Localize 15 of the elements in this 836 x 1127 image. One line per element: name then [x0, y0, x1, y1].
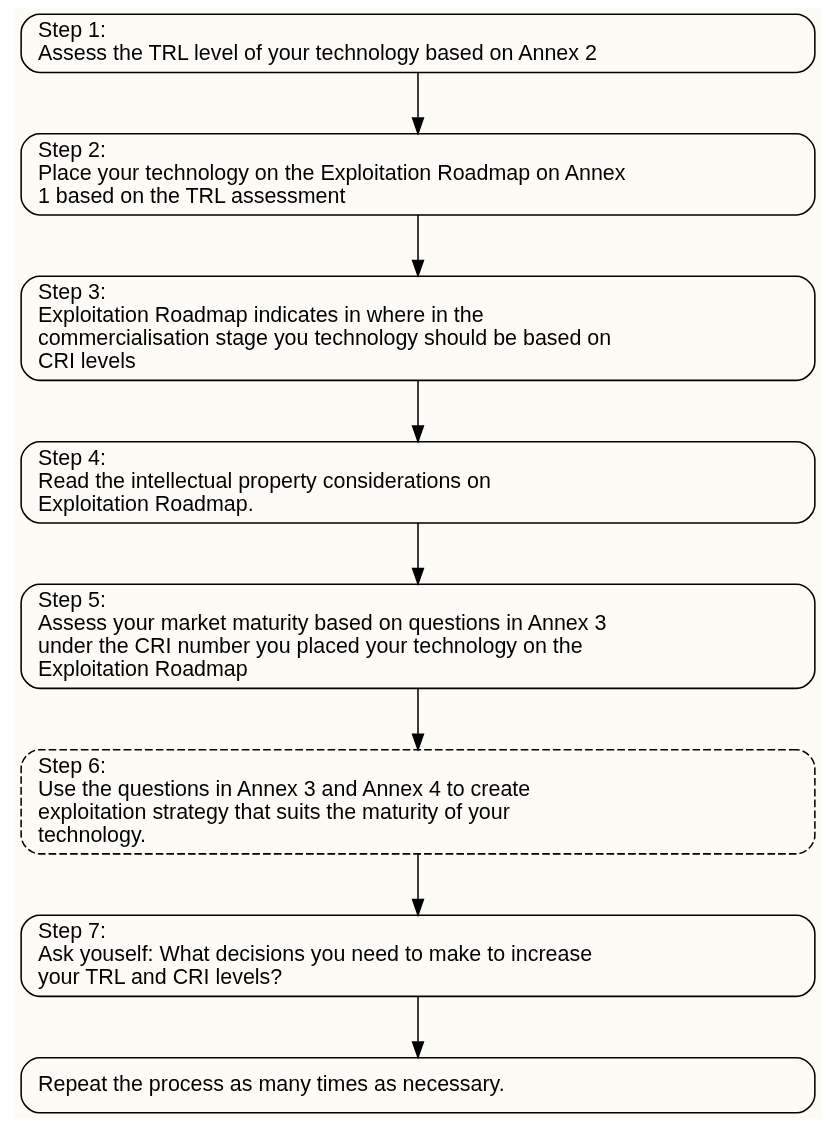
- node-box: Step 7: Ask youself: What decisions you need to make to increase your TRL and CRI levels?: [20, 914, 816, 998]
- arrow: [411, 522, 425, 587]
- node-box: Repeat the process as many times as necessary.: [20, 1056, 816, 1114]
- arrow: [411, 995, 425, 1060]
- arrow: [411, 688, 425, 752]
- node-box: Step 4: Read the intellectual property considerations on Exploitation Roadmap.: [20, 440, 816, 524]
- arrow: [411, 853, 425, 918]
- node-box: Step 2: Place your technology on the Exploitation Roadmap on Annex 1 based on the TRL assessment: [20, 132, 816, 216]
- node-box: Step 6: Use the questions in Annex 3 and Annex 4 to create exploitation strategy that suits the maturity of your technology.: [20, 748, 816, 855]
- node-box: Step 1: Assess the TRL level of your technology based on Annex 2: [20, 13, 816, 74]
- arrow: [411, 214, 425, 279]
- arrow: [411, 71, 425, 136]
- node-box: Step 3: Exploitation Roadmap indicates in where in the commercialisation stage you technology should be based on CRI levels: [20, 275, 816, 382]
- arrow: [411, 379, 425, 444]
- node-box: Step 5: Assess your market maturity based on questions in Annex 3 under the CRI number you placed your technology on the Exploitation Roadmap: [20, 583, 816, 690]
